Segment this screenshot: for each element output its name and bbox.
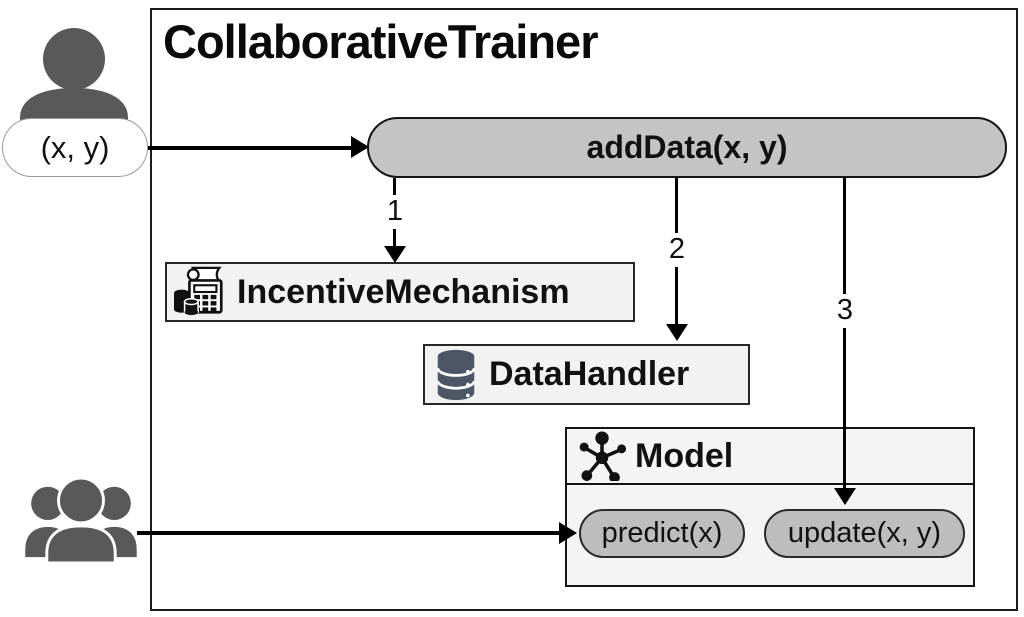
model-header: Model: [567, 429, 973, 485]
arrow-users-to-predict: [137, 531, 560, 535]
arrowhead-step3: [834, 488, 856, 505]
adddata-method-pill: addData(x, y): [367, 117, 1007, 178]
arrow-step3-line: [843, 178, 846, 489]
arrow-input-to-adddata: [148, 146, 354, 150]
adddata-label: addData(x, y): [586, 129, 788, 165]
input-data-bubble: (x, y): [2, 118, 148, 177]
model-title: Model: [635, 436, 734, 475]
data-handler-label: DataHandler: [489, 355, 690, 393]
predict-method-pill: predict(x): [579, 509, 745, 558]
update-label: update(x, y): [787, 517, 942, 549]
step2-number: 2: [663, 233, 691, 267]
page-title: CollaborativeTrainer: [163, 15, 598, 68]
network-model-icon: [577, 431, 627, 483]
arrowhead-step1: [384, 246, 406, 263]
arrowhead-step2: [666, 324, 688, 341]
update-method-pill: update(x, y): [764, 509, 965, 558]
user-icon: [12, 28, 136, 128]
incentive-mechanism-box: IncentiveMechanism: [165, 262, 635, 322]
step1-number: 1: [381, 195, 409, 229]
predict-label: predict(x): [601, 517, 723, 549]
users-icon: [24, 476, 138, 565]
incentive-icon: [173, 265, 229, 319]
incentive-mechanism-label: IncentiveMechanism: [237, 272, 570, 311]
arrowhead-input-to-adddata: [351, 136, 369, 158]
input-data-label: (x, y): [40, 129, 110, 165]
database-icon: [435, 348, 477, 401]
step3-number: 3: [831, 294, 859, 328]
model-box: Model predict(x) update(x, y): [565, 427, 975, 587]
data-handler-box: DataHandler: [423, 344, 750, 405]
arrowhead-users-to-predict: [559, 522, 577, 544]
